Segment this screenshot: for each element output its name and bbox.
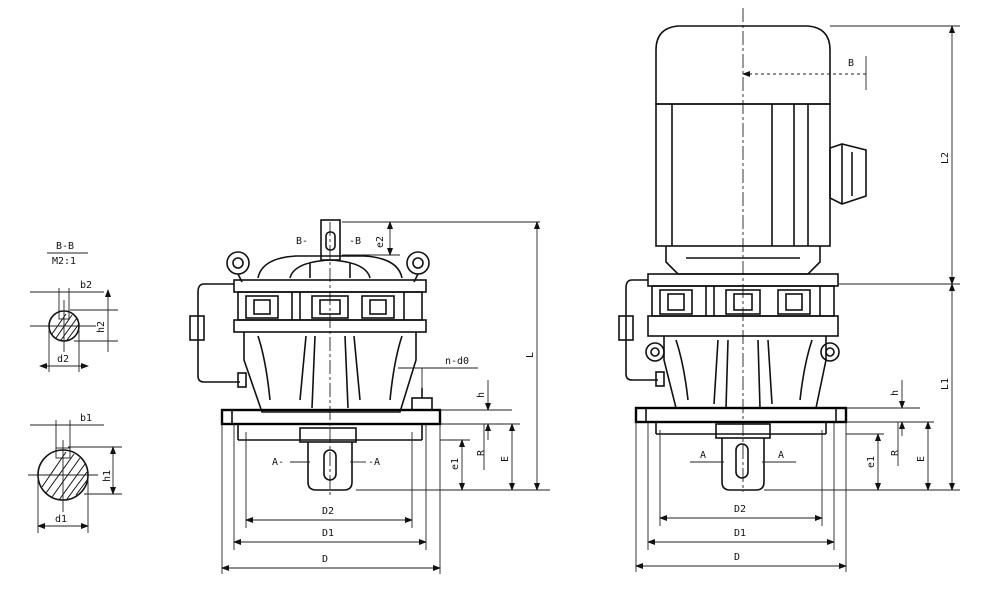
view1-D-label: D	[322, 554, 328, 565]
view2-terminal-box	[829, 143, 867, 205]
view2-output-collar	[715, 423, 771, 439]
view1-e2-label: e2	[375, 236, 386, 248]
view1-section-mark-right: -B	[349, 236, 361, 247]
view2-D-label: D	[734, 552, 740, 563]
view1-h-label: h	[476, 392, 487, 398]
h1-label: h1	[102, 470, 113, 482]
view2-L2-label: L2	[940, 152, 951, 164]
d2-label: d2	[57, 354, 69, 365]
view2-lift-eye-right	[820, 342, 840, 362]
view1-dome	[257, 255, 403, 279]
view1-reducer: B- -B e2	[189, 219, 550, 574]
view1-lower-body	[243, 332, 417, 413]
view2-ribs	[659, 286, 821, 316]
view2-motor-top	[655, 25, 831, 105]
view1-base-plate	[220, 408, 442, 426]
view1-lift-eye-left	[226, 251, 250, 275]
view1-R-label: R	[476, 449, 487, 456]
section-bb-group: B-B M2:1 b2 h2 d2	[30, 241, 118, 372]
view2-oil-gauge	[618, 315, 634, 341]
view2-e1-label: e1	[866, 456, 877, 468]
view1-oil-gauge	[189, 315, 205, 341]
view2-mid-flange	[647, 315, 839, 337]
view2-R-label: R	[890, 449, 901, 456]
view1-input-key	[325, 231, 336, 251]
view1-ribs	[245, 292, 405, 320]
view2-E-label: E	[916, 456, 927, 462]
view2-section-mark: B	[848, 58, 854, 69]
view1-key-mark-right: -A	[368, 457, 380, 468]
view1-output-key	[323, 449, 337, 481]
view1-oil-pipe	[197, 283, 240, 383]
view2-L1-label: L1	[940, 378, 951, 390]
view1-L-label: L	[525, 352, 536, 358]
view2-h-label: h	[890, 390, 901, 396]
section-bb-title: B-B	[56, 241, 74, 252]
view1-output-shaft	[307, 442, 353, 491]
view1-section-mark-left: B-	[296, 236, 308, 247]
b2-label: b2	[80, 280, 92, 291]
view1-key-mark-left: A-	[272, 457, 284, 468]
view1-n-d0-label: n-d0	[445, 356, 469, 367]
view2-key-mark-left: A	[700, 450, 706, 461]
view2-lift-eye-left	[645, 342, 665, 362]
view1-mid-flange	[233, 319, 427, 333]
view2-oil-pipe	[625, 279, 658, 381]
view2-D2-label: D2	[734, 504, 746, 515]
view2-output-key	[735, 443, 749, 479]
h2-label: h2	[96, 321, 107, 333]
view1-E-label: E	[500, 456, 511, 462]
view2-reducer-motor: B	[618, 8, 960, 572]
view2-output-shaft	[721, 438, 765, 491]
d1-label: d1	[55, 514, 67, 525]
view2-key-mark-right: A	[778, 450, 784, 461]
section-bb-scale: M2:1	[52, 256, 76, 267]
view1-output-collar	[299, 427, 357, 443]
view1-anchor-bolt	[411, 397, 433, 411]
b1-label: b1	[80, 413, 92, 424]
view1-e1-label: e1	[450, 458, 461, 470]
view1-D1-label: D1	[322, 528, 334, 539]
view2-base-plate	[634, 406, 848, 424]
view1-D2-label: D2	[322, 506, 334, 517]
view1-input-shaft	[320, 219, 341, 261]
section-large-shaft-group: b1 h1 d1	[28, 413, 122, 533]
view2-D1-label: D1	[734, 528, 746, 539]
view1-lift-eye-right	[406, 251, 430, 275]
